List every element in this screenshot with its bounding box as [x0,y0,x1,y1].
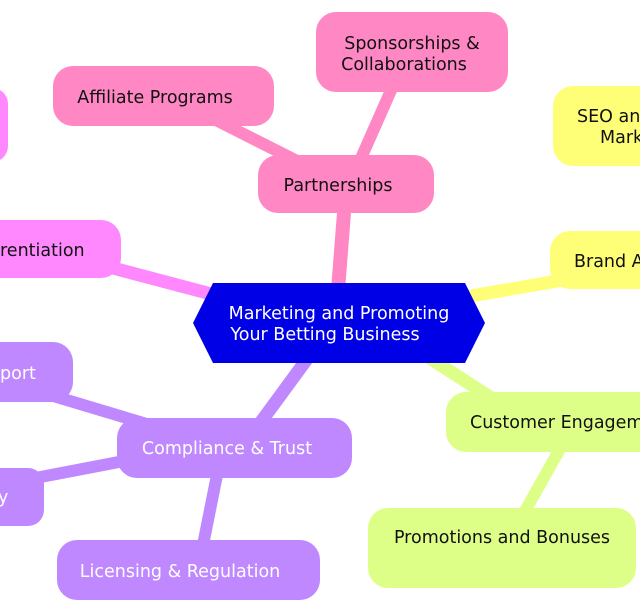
node-differentiation[interactable] [0,220,121,278]
node-brand[interactable] [550,231,640,289]
node-sponsorships-line1: Sponsorships & [344,34,480,54]
node-licensing-label: Licensing & Regulation [80,562,281,582]
node-magenta-upper[interactable] [0,88,8,162]
node-customer-engagement-label: Customer Engageme [470,413,640,433]
root-line1: Marketing and Promoting [229,304,450,324]
node-partnerships-label: Partnerships [284,176,393,196]
node-differentiation-label: rentiation [0,241,85,261]
node-promotions[interactable] [368,508,636,588]
edge-root-partnerships [331,193,352,297]
node-customer-engagement[interactable] [446,392,640,452]
node-seo-line2: Mark [600,128,640,148]
node-left-purple-label: y [0,488,8,508]
node-licensing[interactable] [57,540,320,600]
node-promotions-label: Promotions and Bonuses [394,528,610,548]
node-seo-line1: SEO an [577,107,640,127]
node-seo[interactable] [553,86,640,166]
node-compliance-label: Compliance & Trust [142,439,312,459]
node-sponsorships-line2: Collaborations [341,55,467,75]
node-affiliate-programs-label: Affiliate Programs [77,88,232,108]
root-line2: Your Betting Business [229,325,419,345]
node-support-label: port [0,364,36,384]
edge-root-compliance [248,348,317,437]
node-left-purple[interactable] [0,468,44,526]
node-affiliate-programs[interactable] [53,66,274,126]
node-partnerships[interactable] [258,155,434,213]
edge-engagement-promotions [514,434,571,526]
node-sponsorships[interactable] [316,12,508,92]
node-support[interactable] [0,342,73,402]
node-brand-label: Brand A [574,252,640,272]
node-compliance[interactable] [117,418,352,478]
root-node[interactable] [193,283,485,363]
